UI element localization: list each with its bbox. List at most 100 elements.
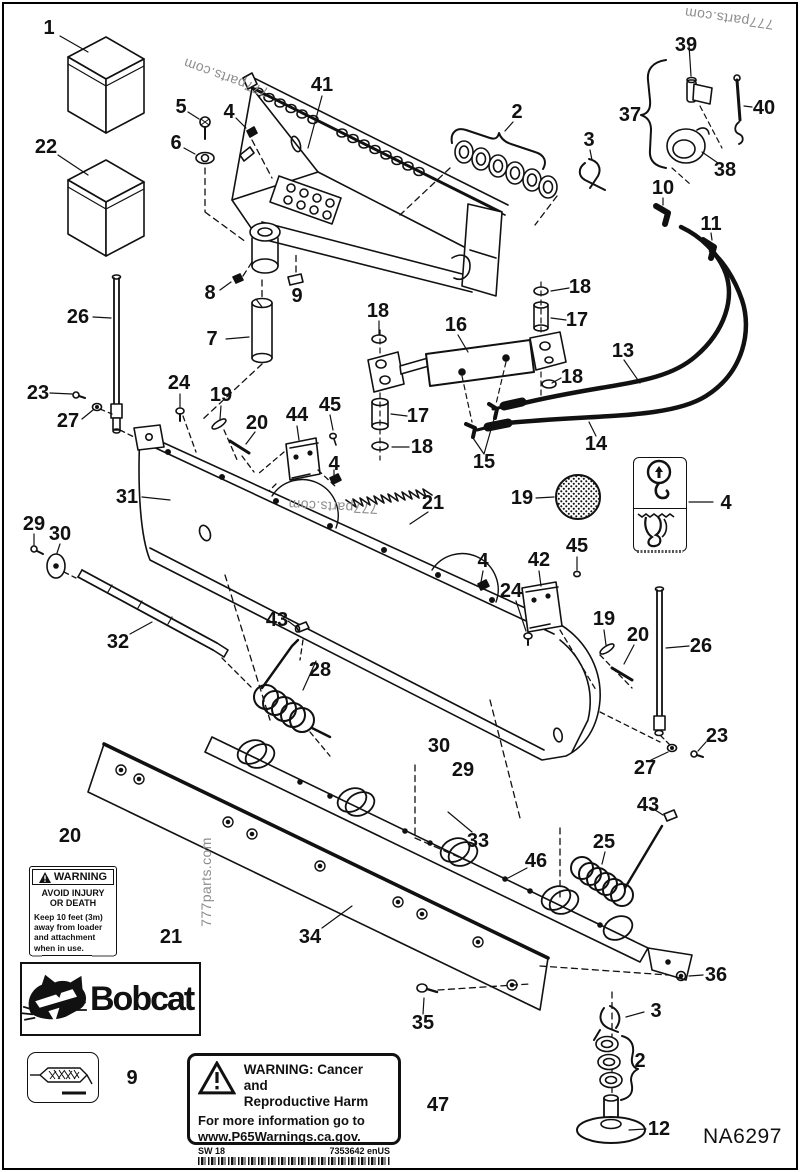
- cylinder-group: [367, 281, 570, 461]
- callout-40: 40: [752, 97, 776, 119]
- callout-17: 17: [406, 405, 430, 427]
- p65-barcode: [198, 1157, 390, 1166]
- callout-14: 14: [584, 433, 608, 455]
- callout-29: 29: [451, 759, 475, 781]
- bottom-fastener-group: [416, 965, 704, 1144]
- callout-37: 37: [618, 104, 642, 126]
- callout-33: 33: [466, 830, 490, 852]
- callout-30: 30: [48, 523, 72, 545]
- callout-20: 20: [58, 825, 82, 847]
- callout-20: 20: [245, 412, 269, 434]
- callout-41: 41: [310, 74, 334, 96]
- safety-warning-microtext: [32, 955, 114, 958]
- callout-3: 3: [583, 129, 595, 151]
- bobcat-wordmark: Bobcat: [90, 979, 195, 1018]
- lift-point-decal: [633, 457, 687, 554]
- callout-26: 26: [66, 306, 90, 328]
- callout-19: 19: [510, 487, 534, 509]
- callout-36: 36: [704, 964, 728, 986]
- callout-16: 16: [444, 314, 468, 336]
- p65-warning-info: For more information go to www.P65Warnin…: [198, 1113, 390, 1146]
- left-stop-rod: [49, 274, 149, 445]
- callout-38: 38: [713, 159, 737, 181]
- left-pin-group: [175, 393, 256, 473]
- callout-35: 35: [411, 1012, 435, 1034]
- lift-decal-top-panel: [634, 458, 686, 509]
- trip-spring-left: [253, 620, 332, 757]
- shackle-group: [640, 44, 753, 185]
- callout-17: 17: [565, 309, 589, 331]
- callout-24: 24: [499, 580, 523, 602]
- p65-warning-title: WARNING: Cancer and Reproductive Harm: [243, 1062, 369, 1110]
- p65-warning-label: WARNING: Cancer and Reproductive Harm Fo…: [187, 1053, 401, 1166]
- warning-triangle-icon: [38, 871, 51, 883]
- safety-warning-header: WARNING: [32, 869, 114, 885]
- lift-arrow-hook-icon: [646, 459, 672, 500]
- callout-2: 2: [634, 1050, 646, 1072]
- callout-4: 4: [223, 101, 235, 123]
- callout-8: 8: [204, 282, 216, 304]
- right-pin-group: [477, 556, 661, 743]
- callout-4: 4: [328, 453, 340, 475]
- hose-group: [475, 197, 749, 437]
- callout-2: 2: [511, 101, 523, 123]
- callout-43: 43: [265, 609, 289, 631]
- callout-23: 23: [705, 725, 729, 747]
- callout-1: 1: [43, 17, 55, 39]
- safety-warning-subtitle: AVOID INJURY OR DEATH: [41, 888, 105, 909]
- box-part-22: [57, 154, 145, 257]
- callout-26: 26: [689, 635, 713, 657]
- safety-warning-label: WARNING AVOID INJURY OR DEATH Keep 10 fe…: [29, 866, 117, 958]
- callout-34: 34: [298, 926, 322, 948]
- callout-19: 19: [592, 608, 616, 630]
- callout-39: 39: [674, 34, 698, 56]
- moldboard: [133, 424, 601, 819]
- cotter-pin-top: [578, 149, 606, 191]
- callout-21: 21: [159, 926, 183, 948]
- callout-22: 22: [34, 136, 58, 158]
- callout-5: 5: [175, 96, 187, 118]
- seal-ring-set-top: [399, 121, 558, 226]
- callout-19: 19: [209, 384, 233, 406]
- callout-6: 6: [170, 132, 182, 154]
- callout-3: 3: [650, 1000, 662, 1022]
- callout-46: 46: [524, 850, 548, 872]
- safety-warning-title: WARNING: [53, 871, 108, 883]
- lift-decal-bottom-panel: [634, 509, 686, 554]
- callout-24: 24: [167, 372, 191, 394]
- callout-4: 4: [720, 492, 732, 514]
- bobcat-brand-label: Bobcat: [20, 962, 201, 1036]
- callout-31: 31: [115, 486, 139, 508]
- callout-12: 12: [647, 1118, 671, 1140]
- callout-13: 13: [611, 340, 635, 362]
- callout-29: 29: [22, 513, 46, 535]
- callout-28: 28: [308, 659, 332, 681]
- callout-43: 43: [636, 794, 660, 816]
- watermark-4: 777parts.com: [198, 837, 214, 927]
- safety-warning-body: Keep 10 feet (3m) away from loader and a…: [34, 911, 103, 953]
- callout-25: 25: [592, 831, 616, 853]
- callout-11: 11: [700, 213, 722, 235]
- drawing-code: NA6297: [703, 1125, 782, 1148]
- callout-27: 27: [633, 757, 657, 779]
- callout-9: 9: [126, 1067, 138, 1089]
- callout-4: 4: [477, 550, 489, 572]
- callout-23: 23: [26, 382, 50, 404]
- callout-32: 32: [106, 631, 130, 653]
- pivot-pin-7: [201, 279, 273, 421]
- callout-45: 45: [565, 535, 589, 557]
- box-part-1: [59, 35, 145, 134]
- callout-15: 15: [472, 451, 496, 473]
- bobcat-head-icon: [22, 974, 87, 1023]
- sling-icon: [637, 513, 675, 548]
- callout-21: 21: [421, 492, 445, 514]
- callout-10: 10: [651, 177, 675, 199]
- callout-7: 7: [206, 328, 218, 350]
- callout-18: 18: [560, 366, 584, 388]
- callout-18: 18: [366, 300, 390, 322]
- callout-44: 44: [285, 404, 309, 426]
- callout-30: 30: [427, 735, 451, 757]
- decal-9-art: [30, 1067, 93, 1095]
